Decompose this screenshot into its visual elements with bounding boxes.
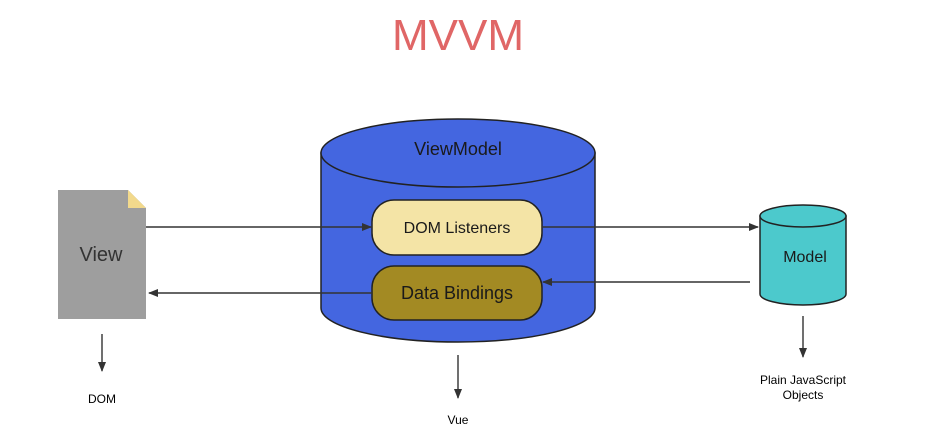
viewmodel-cylinder-top	[320, 118, 596, 188]
model-node: Model	[759, 204, 847, 306]
data-bindings-node: Data Bindings	[371, 265, 543, 321]
data-bindings-label: Data Bindings	[401, 283, 513, 303]
plain-js-annotation-line1: Plain JavaScript	[760, 373, 847, 387]
plain-js-annotation-line2: Objects	[783, 388, 824, 402]
view-folded-corner	[128, 190, 146, 208]
model-cylinder-top	[759, 204, 847, 228]
diagram-title: MVVM	[392, 11, 524, 60]
dom-annotation: DOM	[88, 392, 116, 406]
dom-listeners-label: DOM Listeners	[404, 220, 511, 237]
view-node: View	[58, 190, 146, 319]
vue-annotation: Vue	[448, 413, 469, 427]
view-document-shape	[58, 190, 146, 319]
model-cylinder-body	[759, 215, 847, 306]
view-label: View	[80, 244, 124, 266]
viewmodel-label: ViewModel	[414, 139, 502, 159]
model-label: Model	[783, 249, 827, 266]
dom-listeners-node: DOM Listeners	[371, 199, 543, 256]
